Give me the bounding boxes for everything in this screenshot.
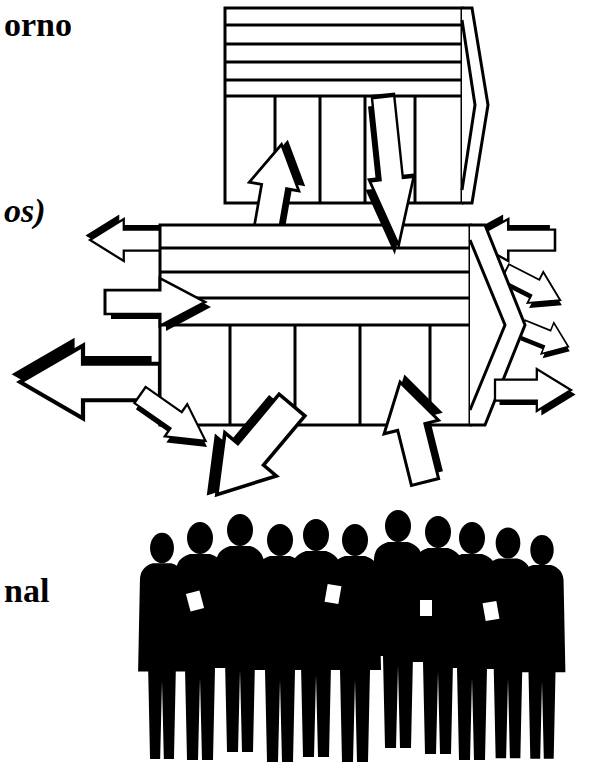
slide-label: os) [4,192,46,229]
slide-label: nal [4,572,49,609]
large-building [160,225,525,425]
people-crowd [138,510,565,762]
slide-label: orno [4,6,72,43]
flow-arrows-front [105,94,576,522]
